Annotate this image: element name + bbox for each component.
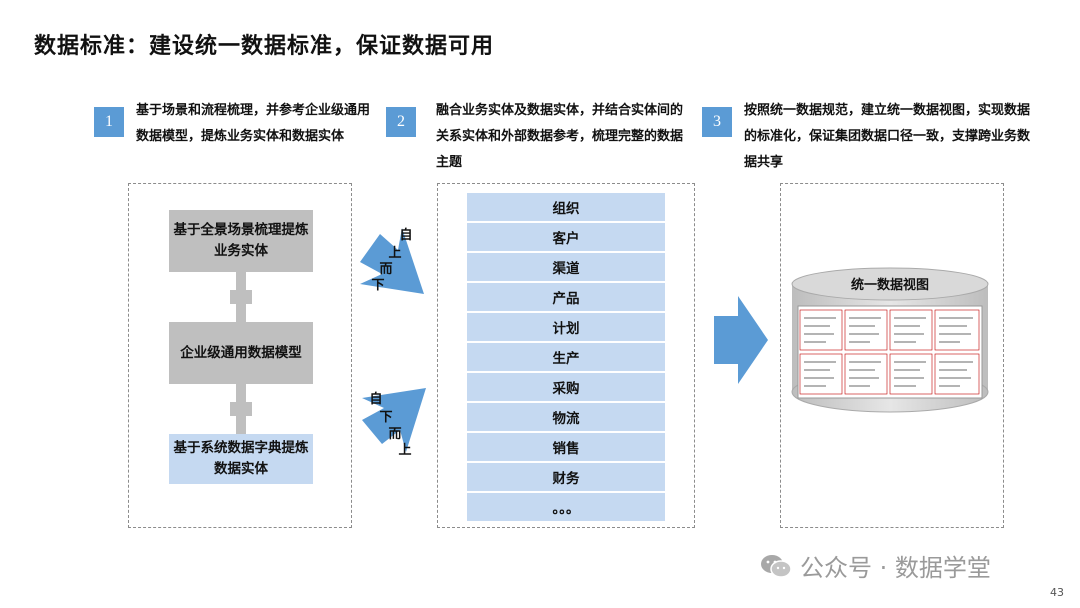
watermark-text: 公众号 · 数据学堂 (800, 554, 991, 582)
step-2-number: 2 (386, 107, 416, 137)
bottom-up-arrow (362, 388, 426, 452)
footer-watermark: 公众号 · 数据学堂 (760, 548, 991, 583)
big-right-arrow (714, 296, 768, 384)
subject-panel (437, 183, 695, 528)
step-1-number: 1 (94, 107, 124, 137)
wechat-icon (761, 554, 792, 578)
page-number: 43 (1050, 586, 1064, 599)
arrow-bottom-label-3: 而 (388, 427, 402, 442)
category-item: 渠道 (467, 253, 665, 281)
step-3-number: 3 (702, 107, 732, 137)
top-down-arrow (360, 228, 424, 294)
category-item: 生产 (467, 343, 665, 371)
bottom-up-arrow-shape (362, 388, 426, 452)
enterprise-model-box: 企业级通用数据模型 (169, 322, 313, 384)
arrow-bottom-label-1: 自 (369, 392, 383, 407)
connector-bottom-joint (230, 402, 252, 416)
arrow-bottom-label-2: 下 (379, 410, 393, 425)
category-item: 物流 (467, 403, 665, 431)
unified-view-title: 统一数据视图 (850, 278, 929, 293)
view-panel (780, 183, 1004, 528)
page-title: 数据标准：建设统一数据标准，保证数据可用 (34, 33, 495, 59)
unified-view-cylinder (791, 267, 989, 413)
arrow-top-label-4: 下 (371, 278, 385, 293)
arrow-top-label-2: 上 (388, 246, 402, 261)
category-item: 产品 (467, 283, 665, 311)
big-right-arrow-shape (714, 296, 768, 384)
category-item: 。。。 (467, 493, 665, 521)
category-item: 组织 (467, 193, 665, 221)
category-item: 计划 (467, 313, 665, 341)
arrow-top-label-3: 而 (379, 262, 393, 277)
step-3-text: 按照统一数据规范，建立统一数据视图，实现数据的标准化，保证集团数据口径一致，支撑… (744, 103, 1031, 170)
category-item: 客户 (467, 223, 665, 251)
connector-top-joint (230, 290, 252, 304)
source-panel (128, 183, 352, 528)
arrow-top-label-1: 自 (399, 228, 413, 243)
step-1-text: 基于场景和流程梳理，并参考企业级通用数据模型，提炼业务实体和数据实体 (136, 103, 371, 144)
top-down-arrow-shape (360, 228, 424, 294)
category-item: 销售 (467, 433, 665, 461)
arrow-bottom-label-4: 上 (398, 443, 412, 458)
scenario-entity-box: 基于全景场景梳理提炼业务实体 (169, 210, 313, 272)
category-item: 采购 (467, 373, 665, 401)
step-2-text: 融合业务实体及数据实体，并结合实体间的关系实体和外部数据参考，梳理完整的数据主题 (436, 103, 684, 170)
category-item: 财务 (467, 463, 665, 491)
dictionary-entity-box: 基于系统数据字典提炼数据实体 (169, 434, 313, 484)
